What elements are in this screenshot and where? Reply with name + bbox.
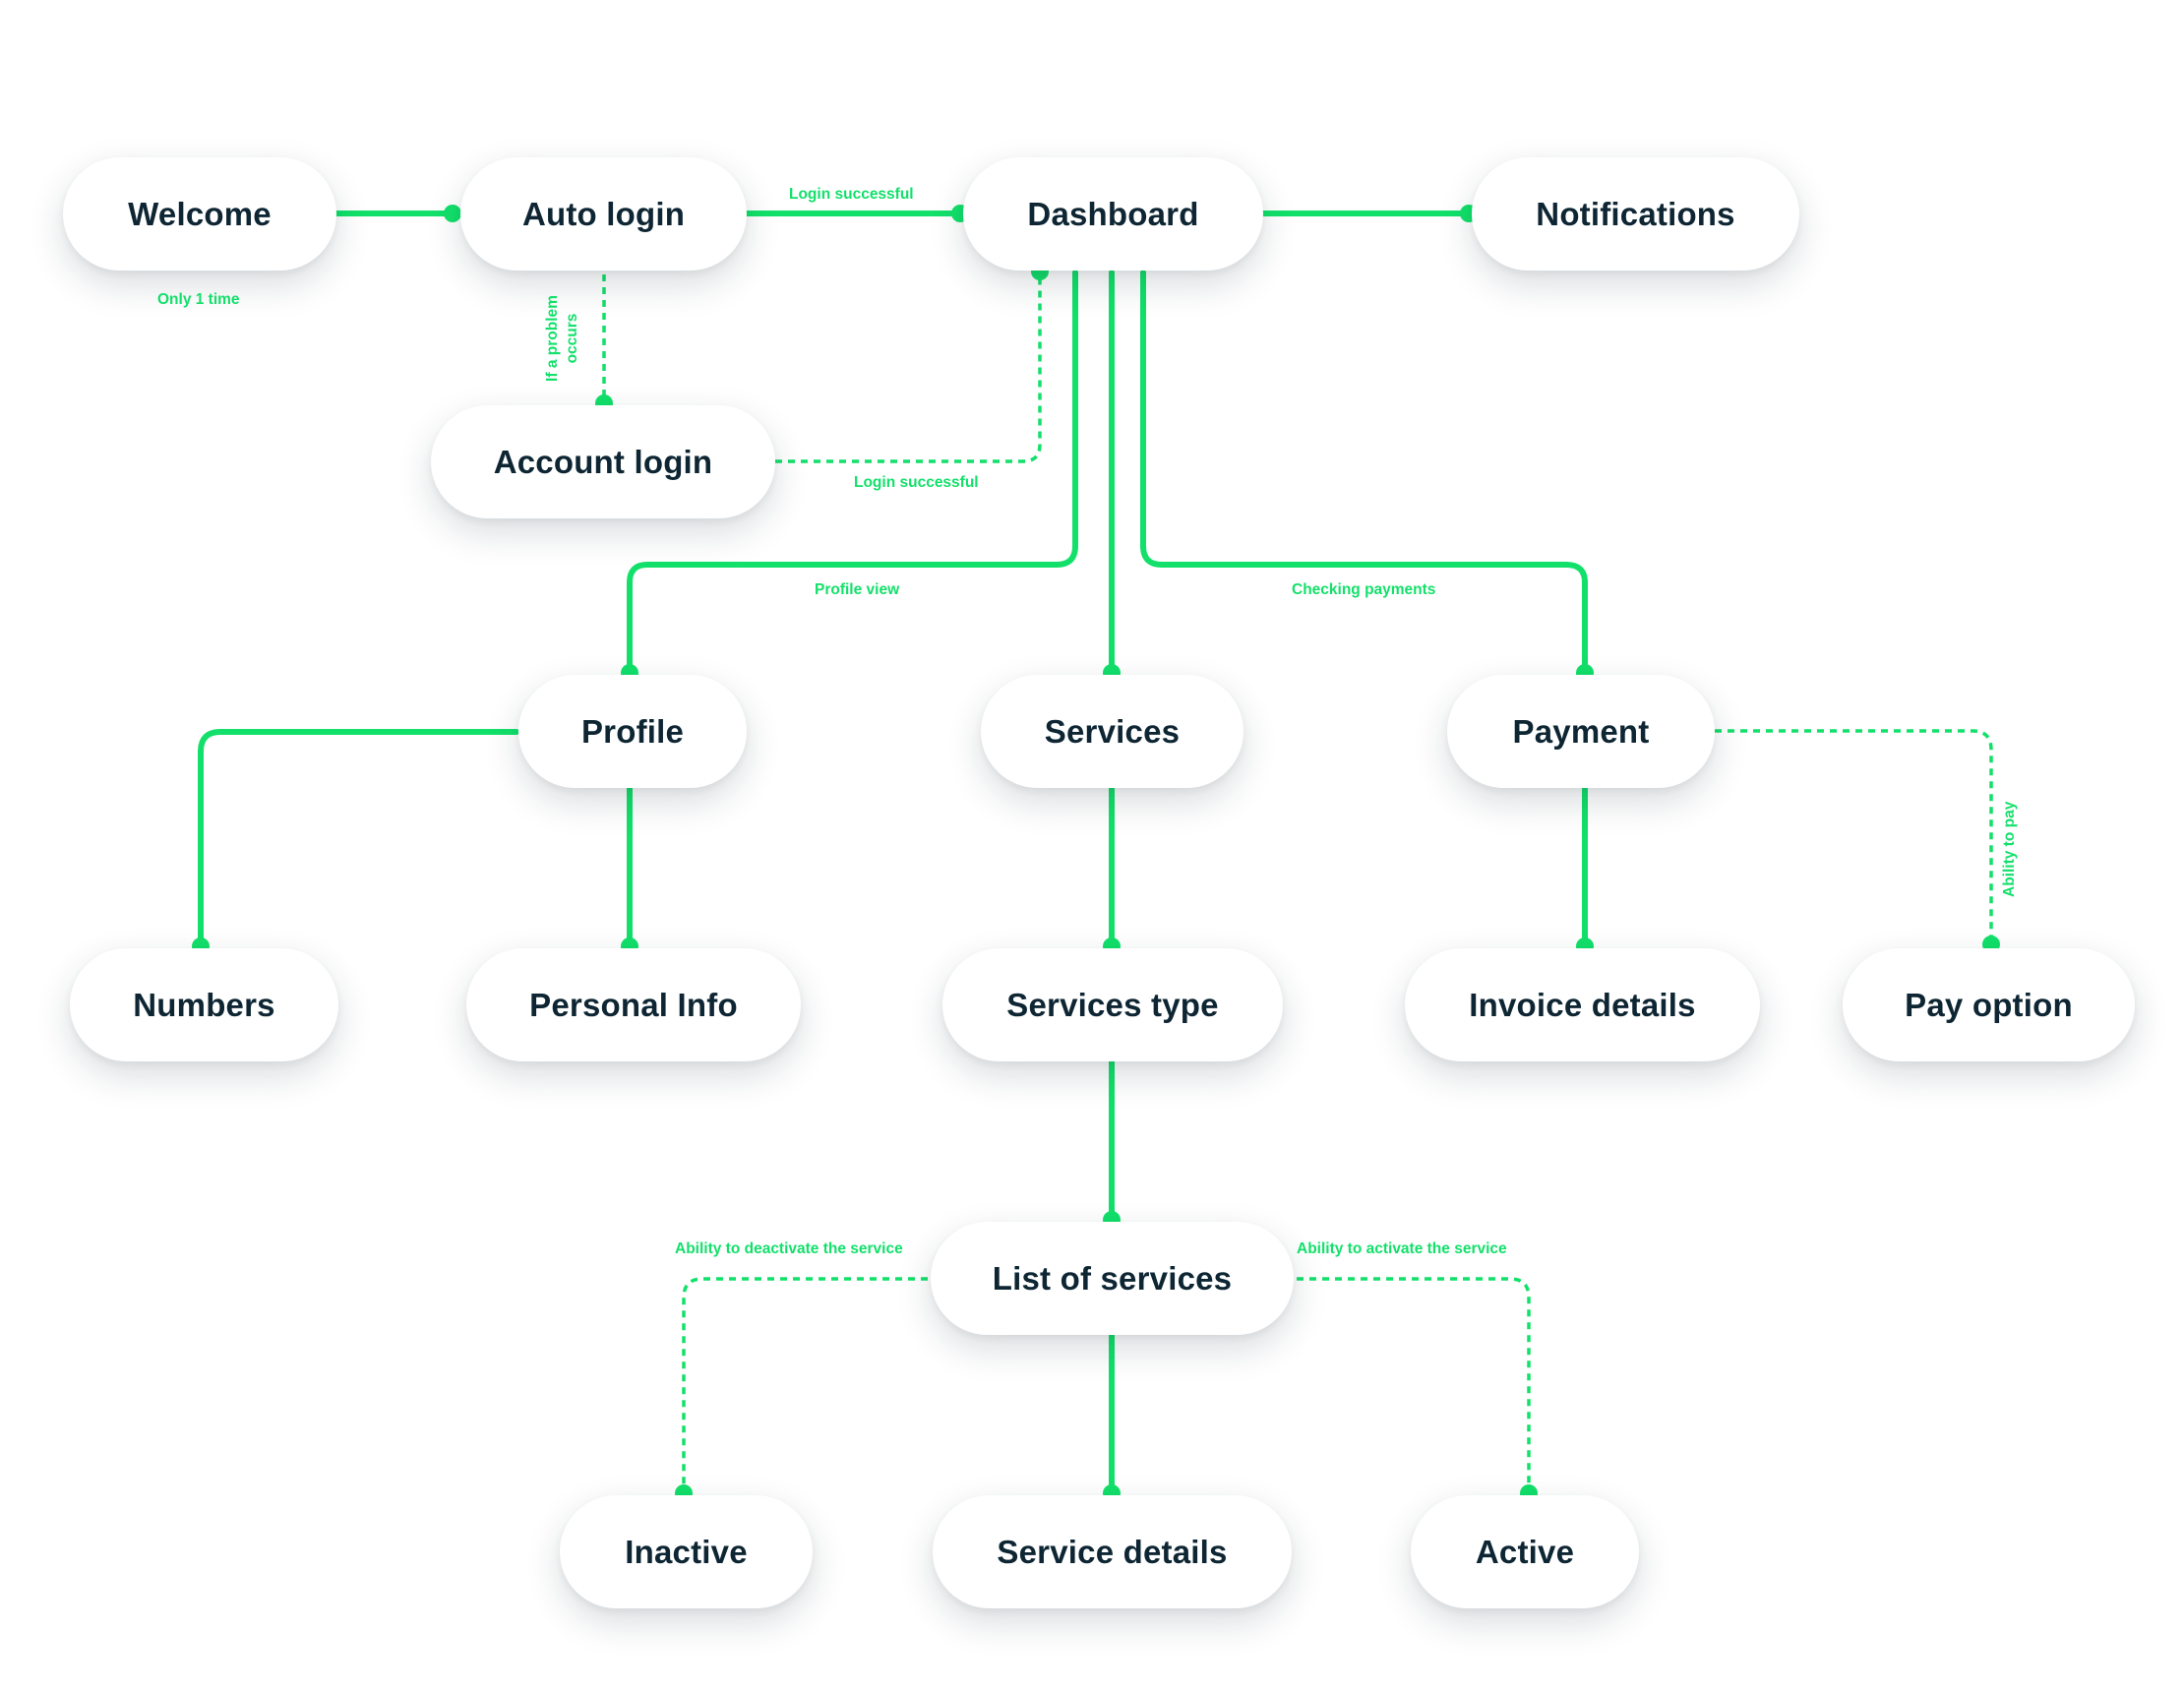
node-account-login[interactable]: Account login <box>431 405 775 518</box>
node-payment[interactable]: Payment <box>1447 675 1715 788</box>
link-dashboard-payment <box>1140 270 1588 676</box>
link-dashboard-profile <box>627 270 1078 676</box>
link-payment-payoption <box>1715 729 1993 944</box>
label-if-a-problem-occurs: If a problem occurs <box>543 289 582 388</box>
dot-autologin-in <box>444 205 461 222</box>
node-list-of-services[interactable]: List of services <box>931 1222 1294 1335</box>
label-login-successful-bottom: Login successful <box>854 474 979 491</box>
node-inactive[interactable]: Inactive <box>560 1495 813 1608</box>
node-active[interactable]: Active <box>1411 1495 1639 1608</box>
node-profile[interactable]: Profile <box>518 675 747 788</box>
label-only-once: Only 1 time <box>157 291 240 308</box>
label-ability-deactivate: Ability to deactivate the service <box>675 1240 903 1257</box>
label-ability-to-pay: Ability to pay <box>2001 801 2018 897</box>
label-profile-view: Profile view <box>815 581 900 598</box>
node-pay-option[interactable]: Pay option <box>1843 948 2135 1061</box>
node-service-details[interactable]: Service details <box>933 1495 1292 1608</box>
label-if-a-problem-line1: If a problem <box>544 295 561 382</box>
node-auto-login[interactable]: Auto login <box>460 157 747 271</box>
node-services-type[interactable]: Services type <box>942 948 1283 1061</box>
link-profile-numbers <box>198 729 519 949</box>
link-accountlogin-dashboard <box>775 272 1042 463</box>
node-dashboard[interactable]: Dashboard <box>963 157 1263 271</box>
label-checking-payments: Checking payments <box>1292 581 1436 598</box>
node-notifications[interactable]: Notifications <box>1472 157 1799 271</box>
label-login-successful-top: Login successful <box>789 186 914 203</box>
label-if-a-problem-line2: occurs <box>564 313 580 364</box>
link-list-inactive <box>682 1277 928 1493</box>
node-numbers[interactable]: Numbers <box>70 948 338 1061</box>
link-list-active <box>1297 1277 1531 1493</box>
node-services[interactable]: Services <box>981 675 1244 788</box>
node-welcome[interactable]: Welcome <box>63 157 336 271</box>
node-personal-info[interactable]: Personal Info <box>466 948 801 1061</box>
node-invoice-details[interactable]: Invoice details <box>1405 948 1760 1061</box>
label-ability-activate: Ability to activate the service <box>1297 1240 1507 1257</box>
